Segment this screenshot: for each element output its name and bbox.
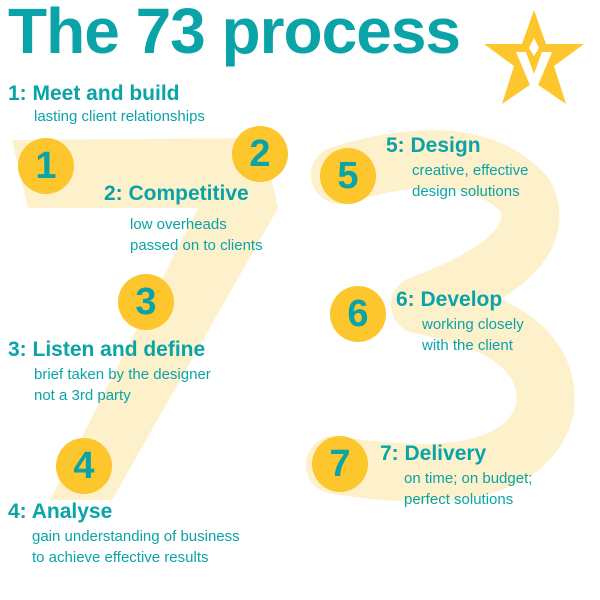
step-4-number-badge: 4 xyxy=(56,438,112,494)
step-5-desc-line: design solutions xyxy=(412,183,520,200)
step-4-desc-line: to achieve effective results xyxy=(32,549,209,566)
page-title: The 73 process xyxy=(8,0,461,67)
step-3-desc-line: brief taken by the designer xyxy=(34,366,211,383)
step-2-desc-line: passed on to clients xyxy=(130,237,263,254)
step-5-description: creative, effective design solutions xyxy=(412,160,528,202)
step-3-title: 3: Listen and define xyxy=(8,338,206,361)
step-1-number-badge: 1 xyxy=(18,138,74,194)
step-1-description: lasting client relationships xyxy=(34,106,205,127)
step-6-desc-line: working closely xyxy=(422,316,524,333)
step-7-number-badge: 7 xyxy=(312,436,368,492)
step-3-description: brief taken by the designer not a 3rd pa… xyxy=(34,364,211,406)
step-2-number-badge: 2 xyxy=(232,126,288,182)
step-3-desc-line: not a 3rd party xyxy=(34,387,131,404)
step-6-title: 6: Develop xyxy=(396,288,503,311)
step-4-description: gain understanding of business to achiev… xyxy=(32,526,240,568)
step-6-number-badge: 6 xyxy=(330,286,386,342)
step-2-desc-line: low overheads xyxy=(130,216,227,233)
step-2-title: 2: Competitive xyxy=(104,182,249,205)
step-4-title: 4: Analyse xyxy=(8,500,113,523)
step-7-title: 7: Delivery xyxy=(380,442,487,465)
step-6-description: working closely with the client xyxy=(422,314,524,356)
step-5-title: 5: Design xyxy=(386,134,481,157)
star-v-logo-icon xyxy=(484,10,584,104)
step-2-description: low overheads passed on to clients xyxy=(130,214,263,256)
step-5-desc-line: creative, effective xyxy=(412,162,529,179)
step-7-desc-line: perfect solutions xyxy=(404,491,514,508)
step-4-desc-line: gain understanding of business xyxy=(32,528,240,545)
step-1-title: 1: Meet and build xyxy=(8,82,180,105)
numeral-3-shape xyxy=(306,130,575,502)
step-7-description: on time; on budget; perfect solutions xyxy=(404,468,532,510)
step-5-number-badge: 5 xyxy=(320,148,376,204)
step-3-number-badge: 3 xyxy=(118,274,174,330)
step-1-desc-line: lasting client relationships xyxy=(34,108,205,125)
step-7-desc-line: on time; on budget; xyxy=(404,470,533,487)
step-6-desc-line: with the client xyxy=(422,337,513,354)
